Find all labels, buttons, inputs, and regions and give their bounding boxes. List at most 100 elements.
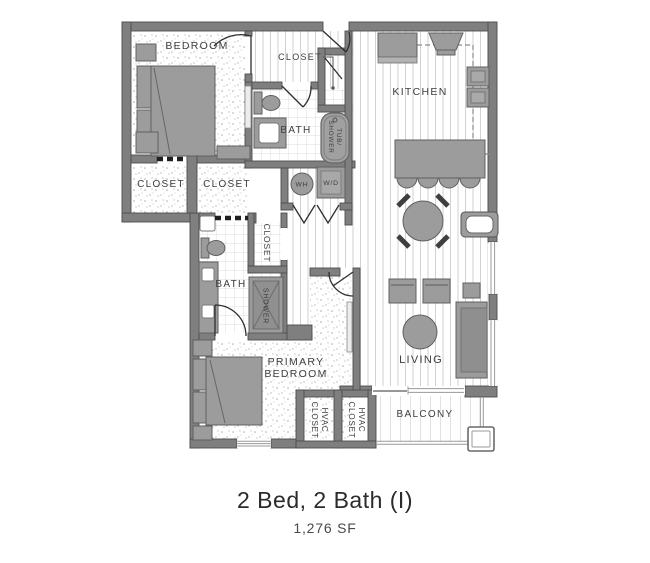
water-heater-label: WH xyxy=(296,182,309,189)
balcony-post xyxy=(467,426,495,452)
dresser xyxy=(216,145,251,160)
window-seat-inner xyxy=(465,215,494,234)
primary-door-leaf xyxy=(332,271,354,287)
sofa-cushions xyxy=(460,307,488,373)
hvac-closet-1-label-1: HVAC xyxy=(320,408,329,433)
nightstand xyxy=(135,43,157,62)
hvac-closet-1-label-2: CLOSET xyxy=(310,402,319,439)
walkin-closet-label: CLOSET xyxy=(137,179,185,190)
shower-label: SHOWER xyxy=(262,288,269,324)
walkin-closet-floor xyxy=(131,163,187,213)
primary-pillow-1 xyxy=(192,358,207,391)
tub-inner xyxy=(323,115,347,161)
bedroom-label: BEDROOM xyxy=(165,40,228,52)
dining-chair-1 xyxy=(396,193,411,208)
linen-shelf xyxy=(199,215,216,232)
walls xyxy=(121,21,498,449)
tub xyxy=(320,112,350,164)
entry-door-arc xyxy=(345,31,351,53)
wall-oven-1-door xyxy=(470,70,486,83)
bar-stool-2 xyxy=(417,177,439,189)
primary-bed xyxy=(205,356,263,426)
washer-dryer-label: W/D xyxy=(323,180,339,187)
primary-furniture xyxy=(192,301,353,441)
hvac-closet-2-label-1: HVAC xyxy=(357,408,366,433)
plan-area: 1,276 SF xyxy=(293,520,357,536)
accent-chair-1 xyxy=(388,278,417,304)
entry-door-leaf xyxy=(322,30,347,53)
laundry-fixtures xyxy=(290,166,346,199)
wall-mirror xyxy=(244,85,252,129)
kitchen-fixtures xyxy=(377,32,490,249)
accent-chair-2 xyxy=(422,278,451,304)
dining-chair-4 xyxy=(435,234,450,249)
entry-closet-leader xyxy=(323,56,334,87)
dining-table xyxy=(402,200,444,242)
sink xyxy=(258,122,280,144)
bedroom-furniture xyxy=(135,43,252,160)
primary-door-arc xyxy=(328,271,354,297)
refrigerator xyxy=(377,32,418,58)
bath-upper-door-arc xyxy=(302,85,312,108)
labels: BEDROOM CLOSET BATH TUB/ SHOWER KITCHEN … xyxy=(137,40,454,439)
wall-oven-2-door xyxy=(470,91,486,104)
range xyxy=(436,49,456,56)
hall-closet-label: CLOSET xyxy=(262,224,272,263)
balcony-post-inner xyxy=(471,430,491,448)
tub-shower-label-1: TUB/ xyxy=(335,128,342,146)
living-furniture xyxy=(388,211,499,379)
doors xyxy=(157,30,354,337)
pillow-1 xyxy=(136,65,152,109)
primary-nightstand xyxy=(192,339,213,357)
washer-dryer-inner xyxy=(320,170,342,195)
second-closet-label: CLOSET xyxy=(203,179,251,190)
nightstand-2 xyxy=(135,131,159,154)
primary-bed-linen-line xyxy=(209,359,226,424)
balcony-label: BALCONY xyxy=(397,409,454,420)
plan-title: 2 Bed, 2 Bath (I) xyxy=(237,487,413,513)
balcony-door-window xyxy=(372,386,465,395)
tub-shower-label-2: SHOWER xyxy=(327,120,334,153)
primary-nightstand-2 xyxy=(192,425,213,441)
hall-closet-opening xyxy=(281,228,287,260)
tub-faucet xyxy=(332,117,338,123)
bed-linen-line xyxy=(153,67,171,155)
counter-edge xyxy=(377,56,418,64)
primary-wall-mirror xyxy=(346,301,353,353)
bedroom-door-arc xyxy=(213,34,252,47)
living-label: LIVING xyxy=(399,354,443,366)
living-window-1 xyxy=(489,242,497,294)
shower-x2 xyxy=(252,280,280,330)
sink-1 xyxy=(201,267,215,282)
bath-upper-label: BATH xyxy=(280,125,311,136)
entry-closet-leader-dot xyxy=(331,86,335,90)
bar-stool-4 xyxy=(459,177,481,189)
water-heater xyxy=(290,172,314,196)
toilet-tank xyxy=(253,91,263,115)
bar-stool-3 xyxy=(438,177,460,189)
hall-floor-2 xyxy=(345,225,352,268)
laundry-bifold-2 xyxy=(316,204,340,225)
primary-pillow-2 xyxy=(192,391,207,424)
sink-2 xyxy=(201,304,215,319)
floor-plan: BEDROOM CLOSET BATH TUB/ SHOWER KITCHEN … xyxy=(121,21,499,452)
entry-closet-label: CLOSET xyxy=(278,52,322,62)
bar-stool-1 xyxy=(396,177,418,189)
windows xyxy=(237,242,497,452)
second-closet-floor xyxy=(197,163,248,213)
bath-lower-fixtures xyxy=(198,215,284,334)
primary-label-2: BEDROOM xyxy=(264,368,327,380)
dining-chair-2 xyxy=(435,193,450,208)
bath-lower-door-arc xyxy=(214,304,247,337)
bath-lower-label: BATH xyxy=(215,279,246,290)
laundry-bifold-1 xyxy=(292,204,316,225)
primary-label-1: PRIMARY xyxy=(268,356,325,368)
side-table xyxy=(462,282,481,299)
kitchen-island xyxy=(394,139,486,179)
toilet-bowl xyxy=(261,95,281,111)
bath-upper-door-leaf xyxy=(281,85,304,108)
toilet-bowl-2 xyxy=(206,240,226,256)
bed xyxy=(150,65,216,157)
bath-upper-fixtures xyxy=(253,91,350,164)
